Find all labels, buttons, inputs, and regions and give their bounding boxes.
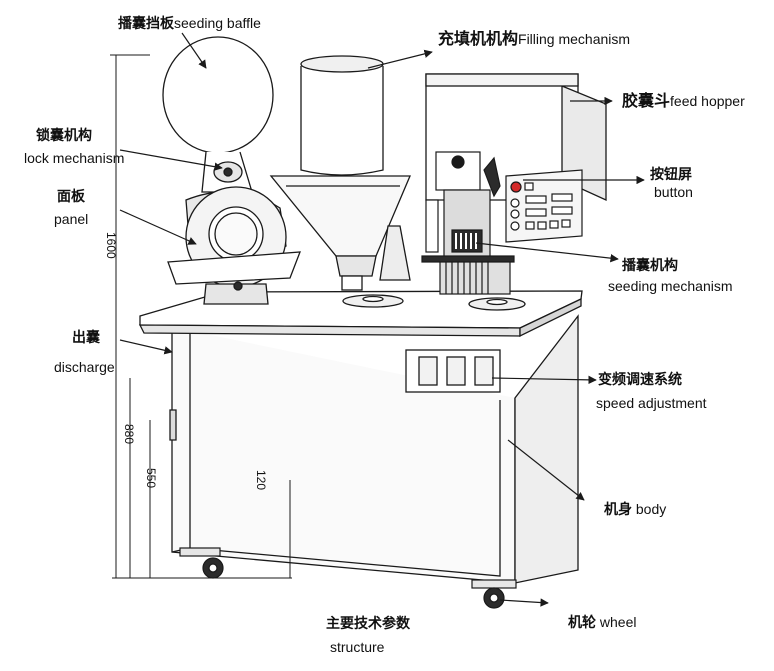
discharge-en: discharge — [54, 359, 115, 375]
speed-adjustment-en: speed adjustment — [596, 395, 707, 411]
body-label: 机身 body — [604, 501, 666, 517]
dimension-880: 880 — [122, 424, 136, 445]
discharge-zh: 出囊 — [72, 329, 100, 345]
wheel-label: 机轮 wheel — [568, 614, 636, 630]
lock-mechanism-en: lock mechanism — [24, 150, 125, 166]
seeding-baffle-en: seeding baffle — [174, 15, 261, 31]
filling-mechanism — [269, 55, 411, 291]
dimension-550: 550 — [144, 468, 158, 489]
structure-zh: 主要技术参数 — [326, 615, 410, 631]
structure-en: structure — [330, 639, 385, 655]
filling-mechanism-zh: 充填机机构 — [438, 31, 519, 48]
seeding-baffle-disc — [162, 36, 274, 193]
feed-hopper-label: 胶囊斗feed hopper — [622, 93, 745, 110]
panel-zh: 面板 — [57, 188, 85, 204]
dimension-lines — [110, 54, 292, 579]
body-zh: 机身 — [604, 501, 632, 517]
leader-arrows — [119, 32, 645, 607]
wheel-en: wheel — [599, 614, 637, 630]
speed-adjustment-zh: 变频调速系统 — [598, 371, 682, 387]
machine-body — [169, 314, 579, 584]
button-zh: 按钮屏 — [650, 166, 692, 182]
button-screen — [505, 169, 583, 243]
seeding-baffle-zh: 播囊挡板 — [118, 15, 174, 31]
dimension-1600: 1600 — [104, 232, 118, 259]
seeding-baffle-label: 播囊挡板seeding baffle — [118, 15, 261, 31]
panel-drum — [167, 186, 301, 305]
panel-en: panel — [54, 211, 89, 227]
feed-hopper-zh: 胶囊斗 — [622, 93, 671, 110]
dimension-120: 120 — [254, 470, 268, 491]
body-en: body — [635, 501, 667, 517]
lock-mechanism-zh: 锁囊机构 — [36, 127, 92, 143]
seeding-mechanism-zh: 播囊机构 — [622, 257, 678, 273]
wheels — [179, 547, 517, 609]
seeding-mechanism-en: seeding mechanism — [608, 278, 733, 294]
seeding-mechanism — [421, 151, 515, 295]
feed-hopper-en: feed hopper — [670, 93, 745, 109]
wheel-zh: 机轮 — [568, 614, 596, 630]
filling-mechanism-label: 充填机机构Filling mechanism — [438, 31, 630, 48]
filling-mechanism-en: Filling mechanism — [518, 31, 631, 47]
button-en: button — [654, 184, 693, 200]
